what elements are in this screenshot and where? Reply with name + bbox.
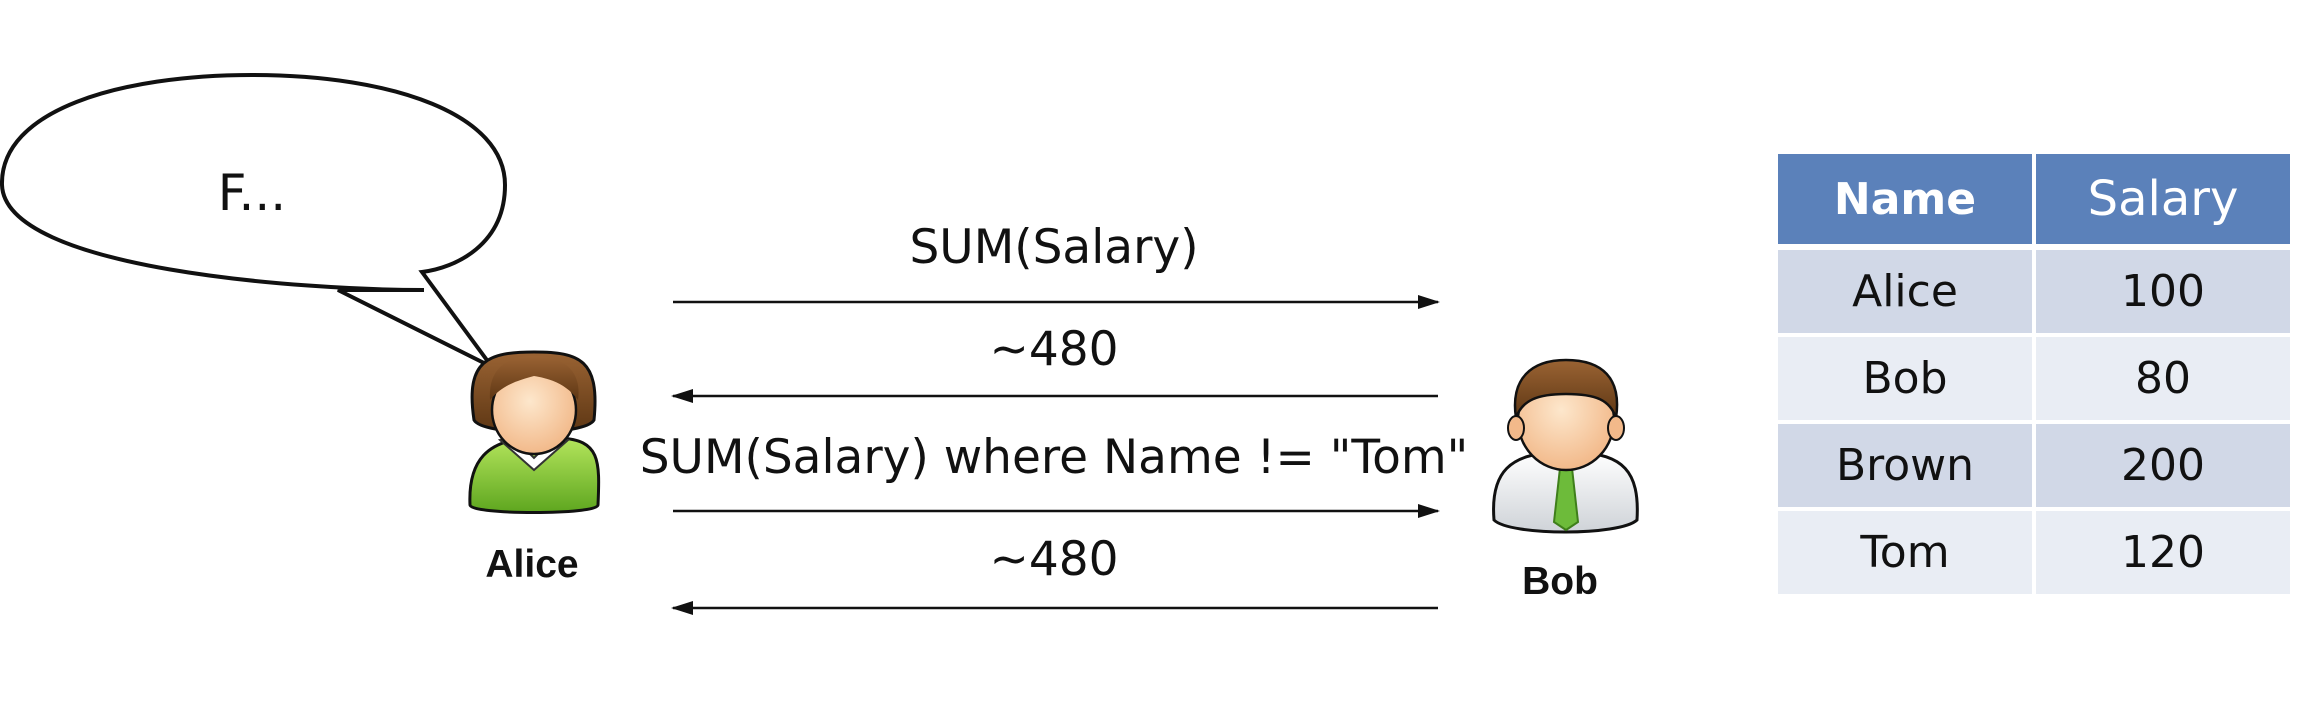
alice-label: Alice <box>485 543 578 586</box>
table-cell-salary: 100 <box>2036 250 2290 337</box>
alice-avatar-icon <box>468 350 601 514</box>
speech-bubble: F... <box>0 72 508 369</box>
table-row: Tom 120 <box>1778 511 2290 598</box>
table-row: Alice 100 <box>1778 250 2290 337</box>
table-cell-salary: 80 <box>2036 337 2290 424</box>
table-header-name: Name <box>1778 154 2036 250</box>
table-cell-name: Tom <box>1778 511 2036 598</box>
table-cell-name: Brown <box>1778 424 2036 511</box>
message-1-label: SUM(Salary) <box>909 220 1198 275</box>
table-cell-name: Alice <box>1778 250 2036 337</box>
table-cell-salary: 200 <box>2036 424 2290 511</box>
message-4-label: ~480 <box>989 532 1118 587</box>
table-cell-name: Bob <box>1778 337 2036 424</box>
table-cell-salary: 120 <box>2036 511 2290 598</box>
message-3-label: SUM(Salary) where Name != "Tom" <box>640 430 1469 485</box>
table-row: Bob 80 <box>1778 337 2290 424</box>
table-row: Brown 200 <box>1778 424 2290 511</box>
bob-avatar-icon <box>1492 358 1639 534</box>
salary-table: Name Salary Alice 100 Bob 80 Brown 200 T… <box>1778 154 2290 598</box>
bob-label: Bob <box>1522 560 1598 603</box>
speech-bubble-text: F... <box>218 164 286 222</box>
table-header-row: Name Salary <box>1778 154 2290 250</box>
table-header-salary: Salary <box>2036 154 2290 250</box>
message-2-label: ~480 <box>989 322 1118 377</box>
